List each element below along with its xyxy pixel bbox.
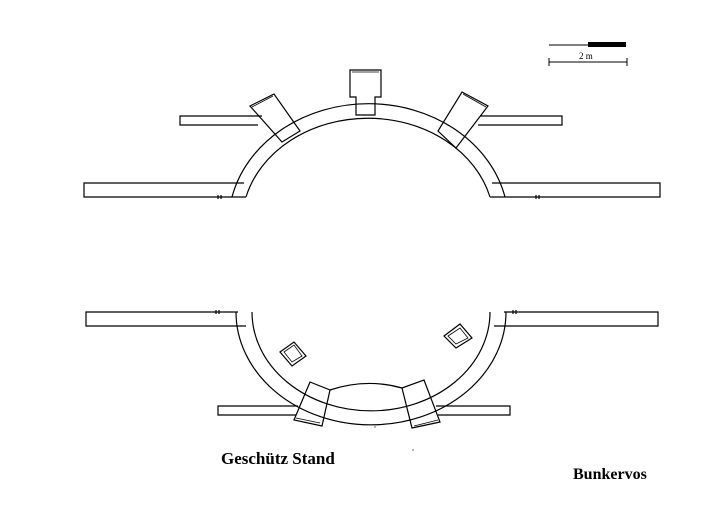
credit-label: Bunkervos [573,466,647,483]
bottom-outer-wall [235,311,507,426]
bottom-inner-wall [251,311,491,412]
bottom-left-wing [85,311,246,327]
bottom-right-niche [401,379,441,429]
bottom-right-wing [494,311,659,327]
top-inner-wall [245,117,491,198]
top-left-niche [249,93,301,143]
ammo-box-left [279,341,307,367]
top-right-upper-wing [478,115,563,126]
bottom-left-lower-wing [217,405,298,416]
scale-bar [548,42,628,66]
top-centre-niche [349,69,382,116]
top-left-upper-wing [179,115,262,126]
top-left-wing [83,182,246,198]
ammo-box-right [443,323,473,349]
top-right-niche [437,91,489,149]
top-outer-wall [231,103,506,198]
bottom-left-niche [293,381,331,427]
scale-bar-label: 2 m [579,51,593,61]
top-gun-emplacement [83,69,661,199]
bottom-right-lower-wing [436,405,511,416]
drawing-title: Geschütz Stand [221,449,335,468]
top-right-wing [490,182,661,198]
bottom-gun-emplacement [85,310,659,429]
